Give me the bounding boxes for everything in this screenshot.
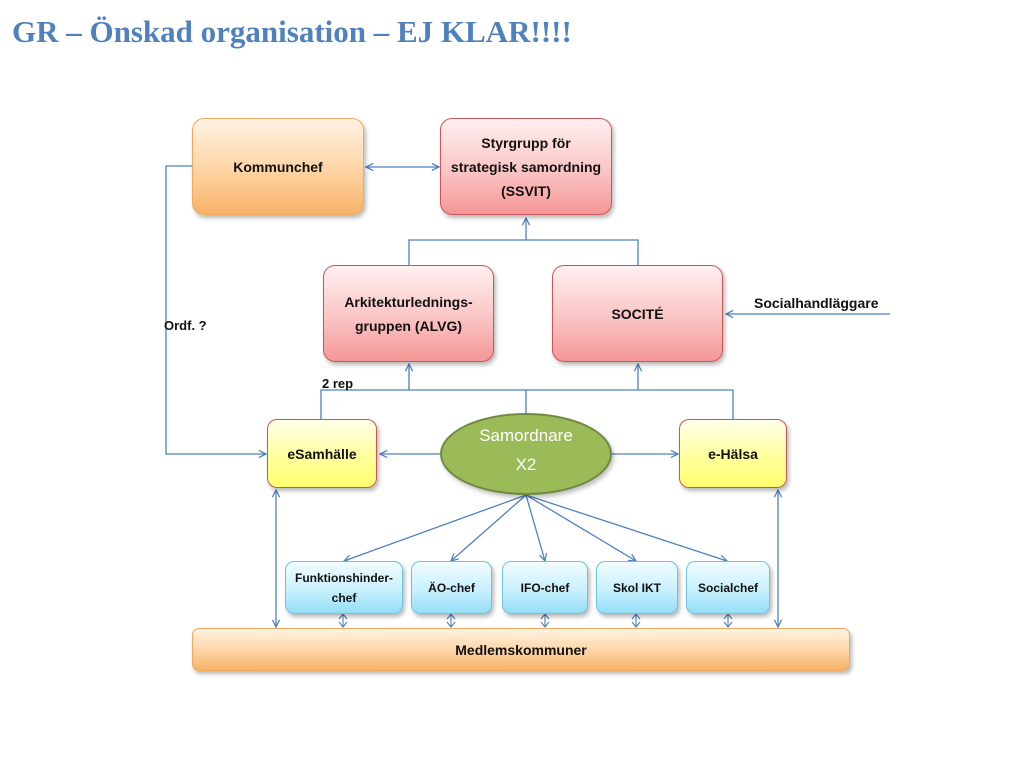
role-label: Funktionshinder- chef — [295, 570, 393, 605]
to-socialchef-arrow — [525, 494, 727, 561]
styrgrupp-label: Styrgrupp för strategisk samordning (SSV… — [450, 134, 602, 199]
role-medlem-connector-2 — [446, 613, 456, 628]
ordf-label: Ordf. ? — [164, 318, 207, 333]
lower-bus — [320, 389, 734, 419]
role-medlem-connector-5 — [723, 613, 733, 628]
role-label: ÄO-chef — [428, 580, 475, 595]
to-ifochef-arrow — [525, 494, 545, 561]
alvg-connector — [408, 239, 639, 265]
esamhalle-box: eSamhälle — [267, 419, 377, 488]
esamhalle-label: eSamhälle — [287, 445, 357, 462]
kommunchef-box: Kommunchef — [192, 118, 364, 215]
socite-label: SOCITÉ — [611, 305, 664, 322]
role-box-aochef: ÄO-chef — [411, 561, 492, 614]
to-aochef-arrow — [451, 494, 527, 561]
role-medlem-connector-1 — [338, 613, 348, 628]
samordnare-ellipse: Samordnare X2 — [440, 413, 612, 495]
to-funktionshinder-arrow — [344, 494, 527, 561]
ehalsa-box: e-Hälsa — [679, 419, 787, 488]
role-label: Skol IKT — [612, 580, 661, 595]
role-box-funktionshinder: Funktionshinder- chef — [285, 561, 403, 614]
ehalsa-label: e-Hälsa — [708, 445, 758, 462]
page-title: GR – Önskad organisation – EJ KLAR!!!! — [12, 14, 572, 49]
alvg-label: Arkitekturlednings- gruppen (ALVG) — [344, 293, 473, 334]
medlemskommuner-box: Medlemskommuner — [192, 628, 850, 671]
role-box-skolikt: Skol IKT — [596, 561, 678, 614]
to-skolikt-arrow — [525, 494, 636, 561]
socite-box: SOCITÉ — [552, 265, 723, 362]
role-medlem-connector-3 — [540, 613, 550, 628]
role-medlem-connector-4 — [631, 613, 641, 628]
alvg-box: Arkitekturlednings- gruppen (ALVG) — [323, 265, 494, 362]
samordnare-label: Samordnare X2 — [479, 426, 573, 474]
rep-label: 2 rep — [322, 376, 354, 391]
role-box-ifochef: IFO-chef — [502, 561, 588, 614]
role-label: Socialchef — [697, 580, 759, 595]
medlemskommuner-label: Medlemskommuner — [455, 641, 587, 658]
kommunchef-esamhalle-arrow — [165, 165, 266, 454]
role-box-socialchef: Socialchef — [686, 561, 770, 614]
role-label: IFO-chef — [520, 580, 570, 595]
styrgrupp-box: Styrgrupp för strategisk samordning (SSV… — [440, 118, 612, 215]
socialhandlaggare-label: Socialhandläggare — [754, 295, 879, 311]
kommunchef-label: Kommunchef — [233, 158, 323, 175]
